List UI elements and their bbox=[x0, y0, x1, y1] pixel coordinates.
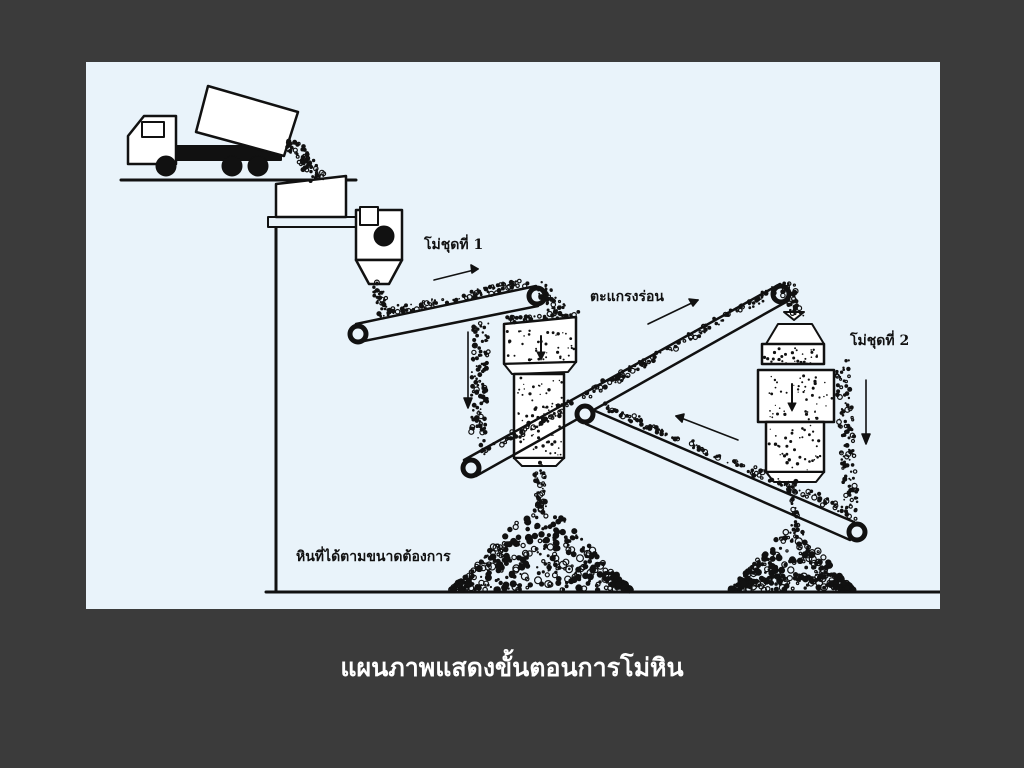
conveyor-1 bbox=[347, 284, 548, 345]
truck-wheel-front bbox=[155, 155, 177, 177]
label-hot-screen: ตะแกรงร่อน bbox=[590, 289, 664, 305]
arrow-down-left bbox=[463, 331, 473, 409]
crusher-2 bbox=[756, 311, 836, 483]
center-crusher bbox=[502, 315, 578, 467]
label-output-stone: หินที่ได้ตามขนาดต้องการ bbox=[296, 549, 451, 565]
slide-caption: แผนภาพแสดงขั้นตอนการโม่หิน bbox=[340, 653, 684, 682]
truck-dump-bed bbox=[194, 84, 300, 158]
truck-window bbox=[141, 121, 165, 138]
arrow-conveyor-1 bbox=[433, 264, 479, 281]
conveyor-2 bbox=[460, 282, 792, 479]
diagram-drawing bbox=[119, 84, 940, 594]
truck-wheel-mid bbox=[221, 155, 243, 177]
arrow-down-right bbox=[861, 379, 871, 445]
flow-arrows bbox=[433, 264, 871, 445]
process-diagram: โม่ชุดที่ 1 ตะแกรงร่อน โม่ชุดที่ 2 หินที… bbox=[86, 62, 940, 609]
rock-particles bbox=[285, 138, 860, 594]
arrow-conveyor-2 bbox=[647, 298, 699, 325]
label-crusher-1: โม่ชุดที่ 1 bbox=[424, 237, 484, 253]
label-crusher-2: โม่ชุดที่ 2 bbox=[850, 333, 910, 349]
arrow-return bbox=[675, 413, 739, 441]
dump-truck bbox=[126, 84, 300, 177]
truck-wheel-rear bbox=[247, 155, 269, 177]
crusher-1 bbox=[354, 206, 404, 286]
conveyor-3 bbox=[574, 403, 868, 543]
